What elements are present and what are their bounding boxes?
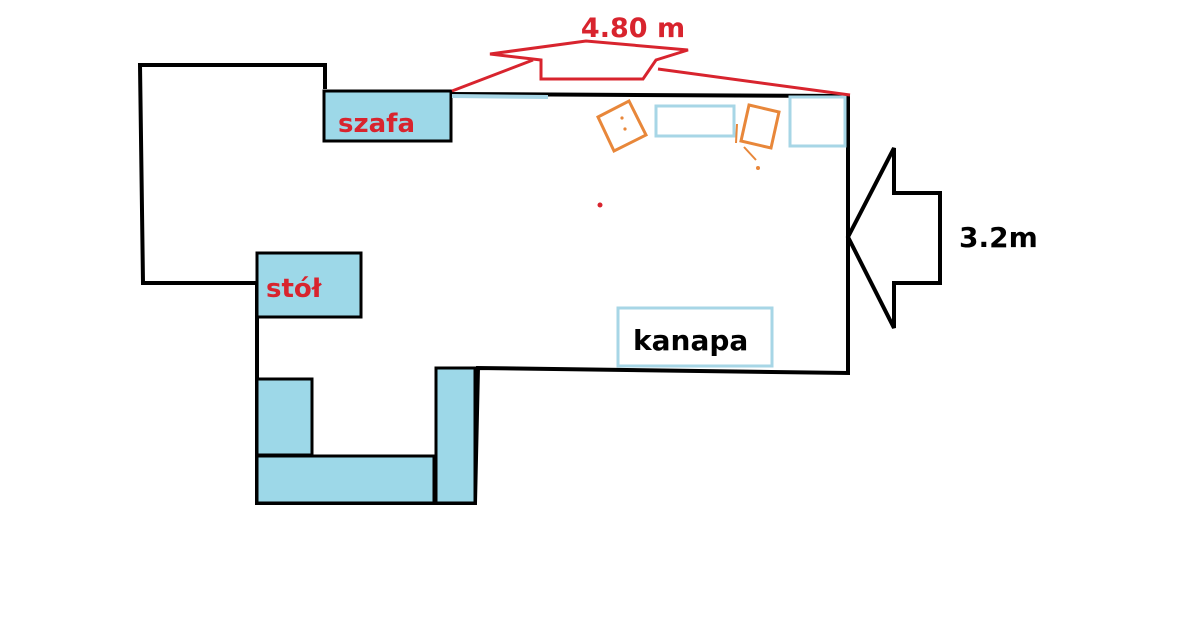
kitchen-counter-bottom xyxy=(255,454,436,505)
chair-right-dot xyxy=(756,166,760,170)
marker-dot xyxy=(597,202,603,208)
sofa-label: kanapa xyxy=(633,324,748,357)
depth-dimension-arrow xyxy=(845,147,942,329)
width-dimension-line xyxy=(451,58,851,97)
chair-right-mark xyxy=(735,123,757,161)
kitchen-counter-right xyxy=(434,366,477,505)
chair-right xyxy=(739,103,781,150)
kitchen-cabinet-left xyxy=(255,377,314,457)
chair-left-dot xyxy=(620,116,624,120)
desk xyxy=(654,104,736,138)
width-dimension-label: 4.80 m xyxy=(581,13,685,44)
chair-left-dot xyxy=(623,127,627,131)
sofa xyxy=(616,306,774,368)
chair-left xyxy=(596,98,649,154)
corner-cabinet xyxy=(788,95,847,148)
wardrobe xyxy=(322,89,453,143)
table xyxy=(255,251,363,319)
wardrobe-label: szafa xyxy=(338,109,415,139)
width-dimension-arrow xyxy=(489,39,689,81)
window-line xyxy=(451,94,549,99)
depth-dimension-label: 3.2m xyxy=(959,221,1038,254)
table-label: stół xyxy=(266,274,323,304)
